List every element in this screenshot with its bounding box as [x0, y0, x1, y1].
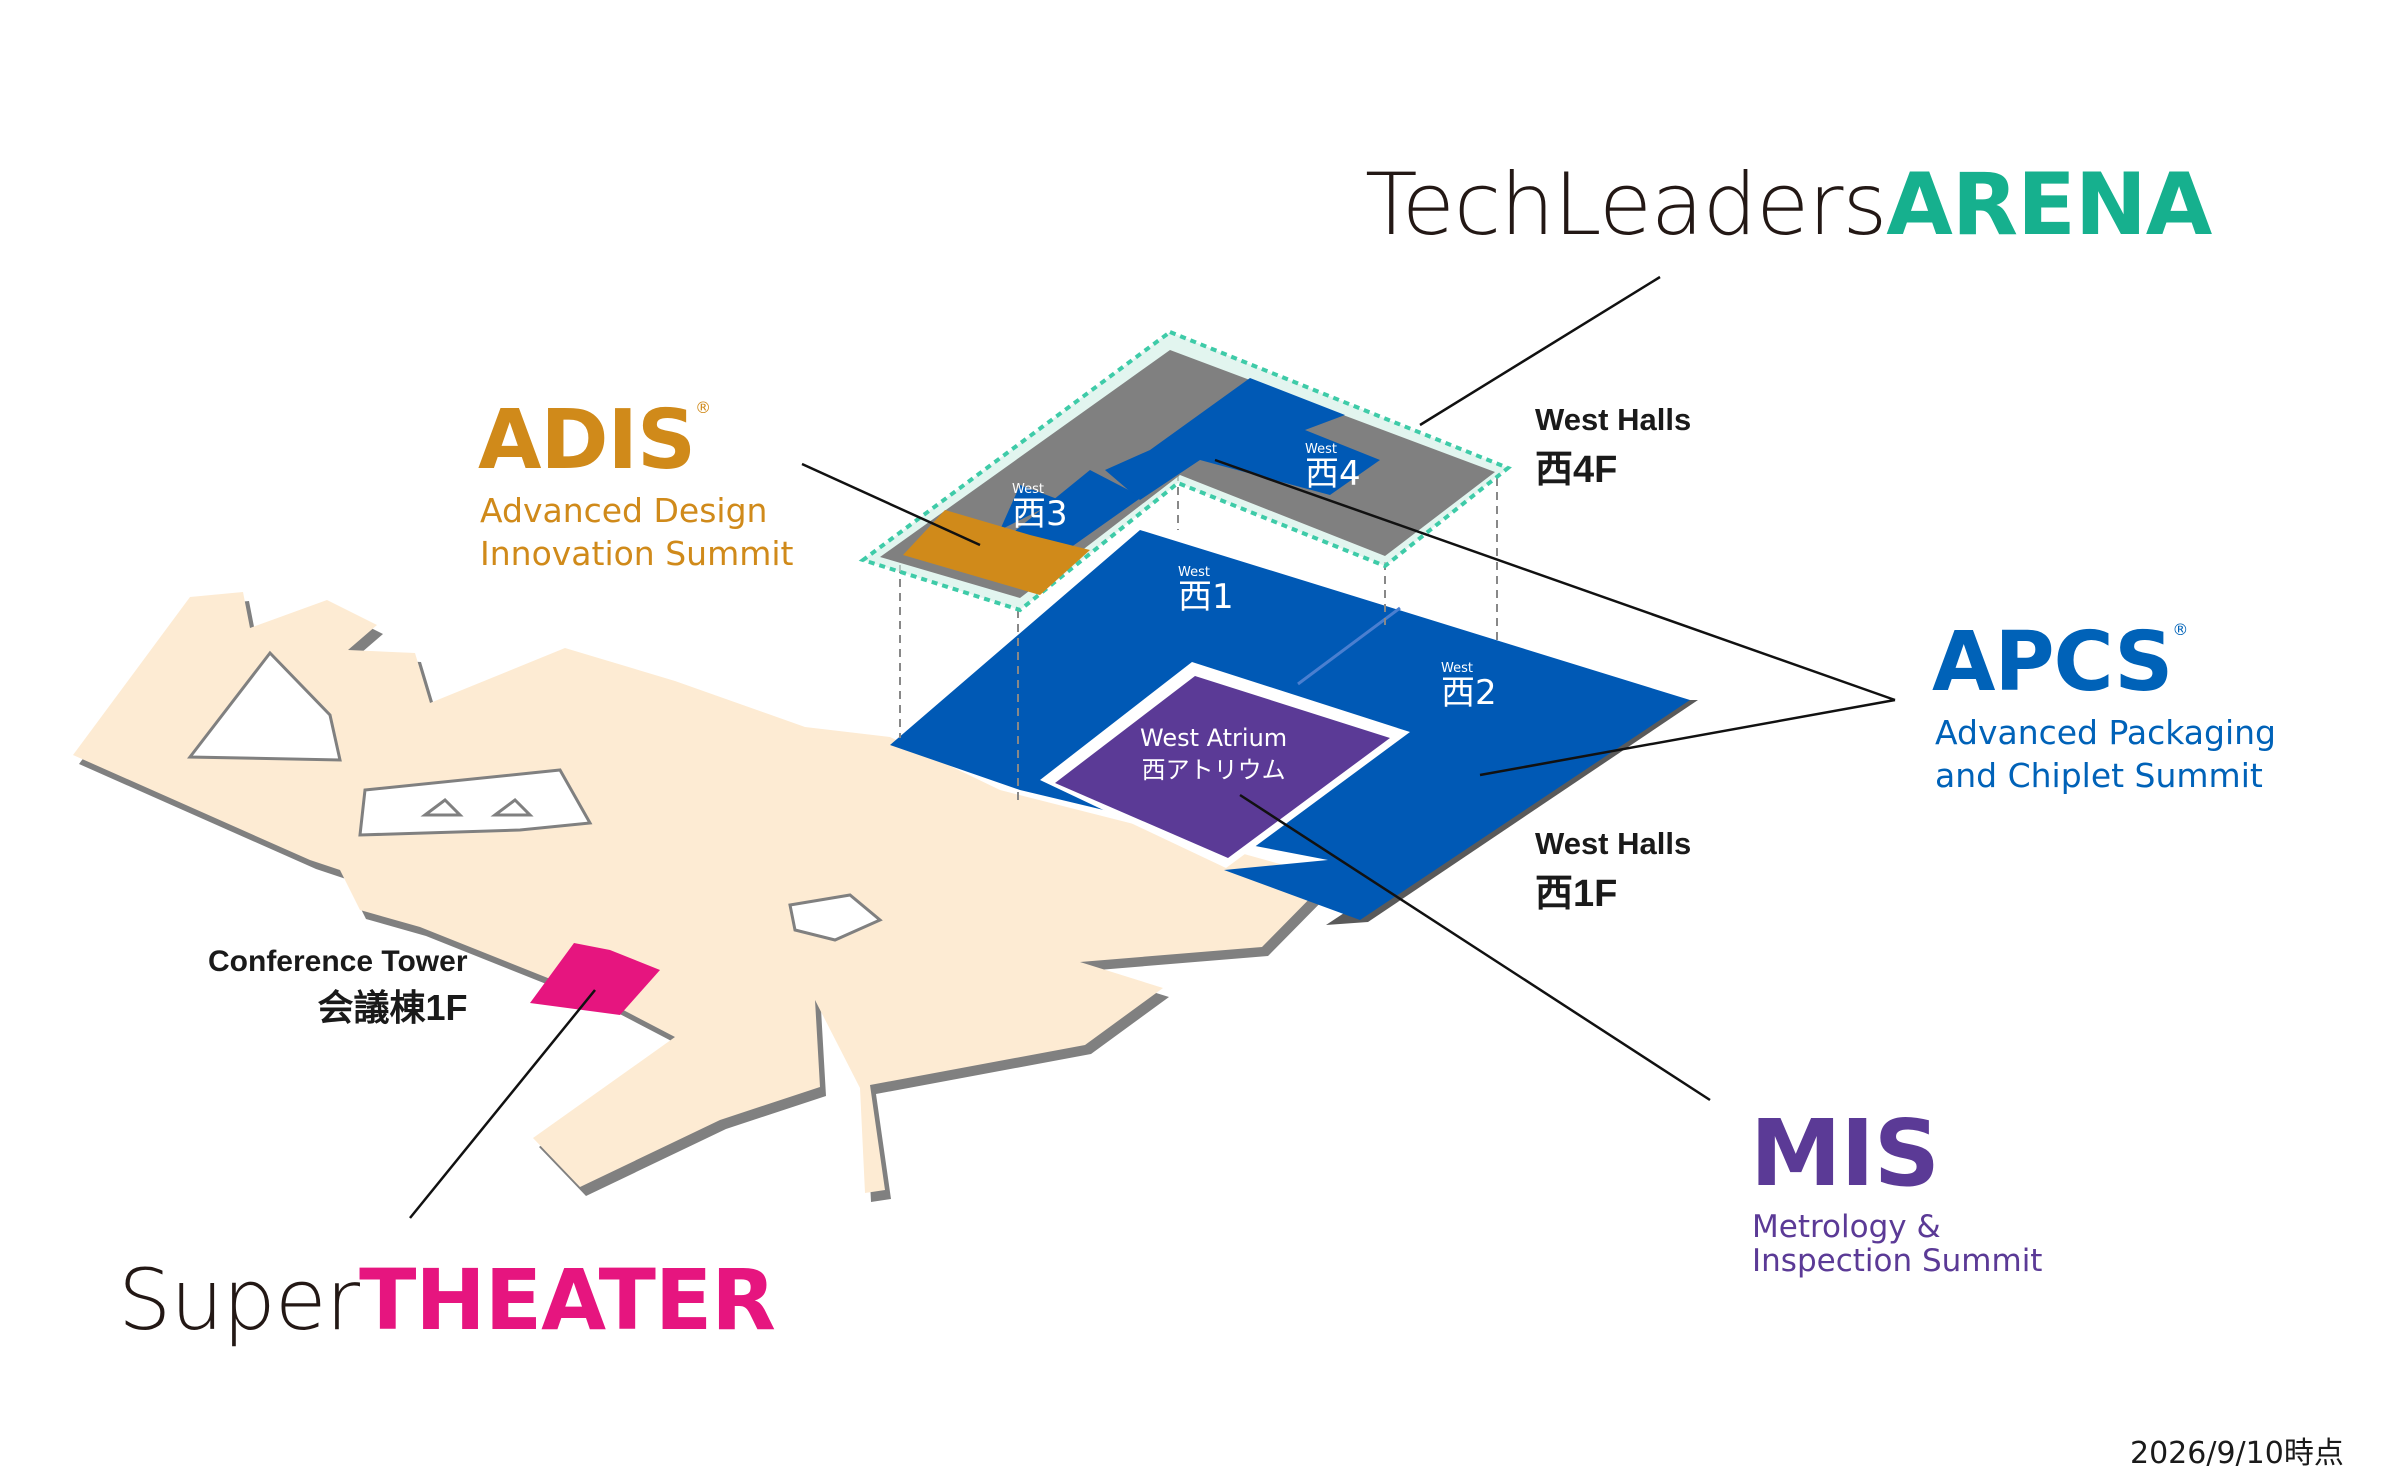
leader-lines — [409, 275, 1896, 1219]
west-4f-jp: 西4F — [1535, 449, 1618, 491]
hall-w2-label: West 西2 — [1441, 662, 1497, 711]
conference-en: Conference Tower — [208, 945, 468, 978]
building-cutouts — [186, 650, 883, 942]
theater-prefix: Super — [118, 1251, 360, 1349]
west-1f-label: West Halls 西1F — [1535, 826, 1691, 917]
hall-w4-big: 西4 — [1305, 453, 1361, 494]
west-4f-label: West Halls 西4F — [1535, 402, 1691, 493]
hall-w1-label: West 西1 — [1178, 566, 1234, 615]
mis-logo: MIS — [1750, 1108, 1940, 1200]
arena-logo: TechLeadersARENA — [1365, 162, 2212, 248]
hall-w4-small: West — [1305, 442, 1337, 457]
theater-logo: SuperTHEATER — [118, 1258, 776, 1342]
adis-name: ADIS — [478, 393, 696, 488]
atrium-jp: 西アトリウム — [1141, 756, 1286, 785]
hall-w2-big: 西2 — [1441, 672, 1497, 713]
building-floor — [73, 592, 1330, 1193]
west-1f-en: West Halls — [1535, 826, 1692, 861]
apcs-reg: ® — [2172, 620, 2188, 639]
mis-subtitle: Metrology & Inspection Summit — [1752, 1210, 2042, 1278]
west-1f-jp: 西1F — [1535, 873, 1618, 915]
hall-w1-big: 西1 — [1178, 576, 1234, 617]
mis-line2: Inspection Summit — [1752, 1243, 2043, 1280]
west-4f-en: West Halls — [1535, 402, 1692, 437]
hall-w2-small: West — [1441, 661, 1473, 676]
atrium-label: West Atrium 西アトリウム — [1140, 722, 1287, 787]
adis-line1: Advanced Design — [480, 491, 768, 530]
apcs-line1: Advanced Packaging — [1935, 713, 2277, 752]
hall-w3-label: West 西3 — [1012, 483, 1068, 532]
west-halls-1f — [890, 530, 1698, 925]
conference-jp: 会議棟1F — [317, 987, 468, 1028]
as-of-date: 2026/9/10時点 — [2130, 1436, 2344, 1471]
adis-logo: ADIS® — [478, 398, 711, 482]
apcs-line2: and Chiplet Summit — [1935, 755, 2263, 795]
mis-line1: Metrology & — [1752, 1209, 1941, 1245]
apcs-subtitle: Advanced Packaging and Chiplet Summit — [1935, 712, 2276, 798]
hall-w1-small: West — [1178, 565, 1210, 580]
adis-subtitle: Advanced Design Innovation Summit — [480, 490, 793, 576]
adis-reg: ® — [695, 398, 711, 417]
conference-tower-label: Conference Tower 会議棟1F — [208, 945, 468, 1031]
arena-prefix: TechLeaders — [1365, 155, 1887, 255]
conference-tower-area — [530, 943, 660, 1015]
apcs-logo: APCS® — [1932, 620, 2188, 704]
hall-w3-small: West — [1012, 482, 1044, 497]
hall-w3-big: 西3 — [1012, 493, 1068, 534]
apcs-name: APCS — [1932, 615, 2173, 710]
mis-name: MIS — [1750, 1100, 1940, 1207]
atrium-en: West Atrium — [1140, 724, 1288, 752]
theater-name: THEATER — [359, 1251, 776, 1349]
adis-line2: Innovation Summit — [480, 533, 794, 573]
hall-w4-label: West 西4 — [1305, 443, 1361, 492]
arena-name: ARENA — [1886, 155, 2212, 255]
